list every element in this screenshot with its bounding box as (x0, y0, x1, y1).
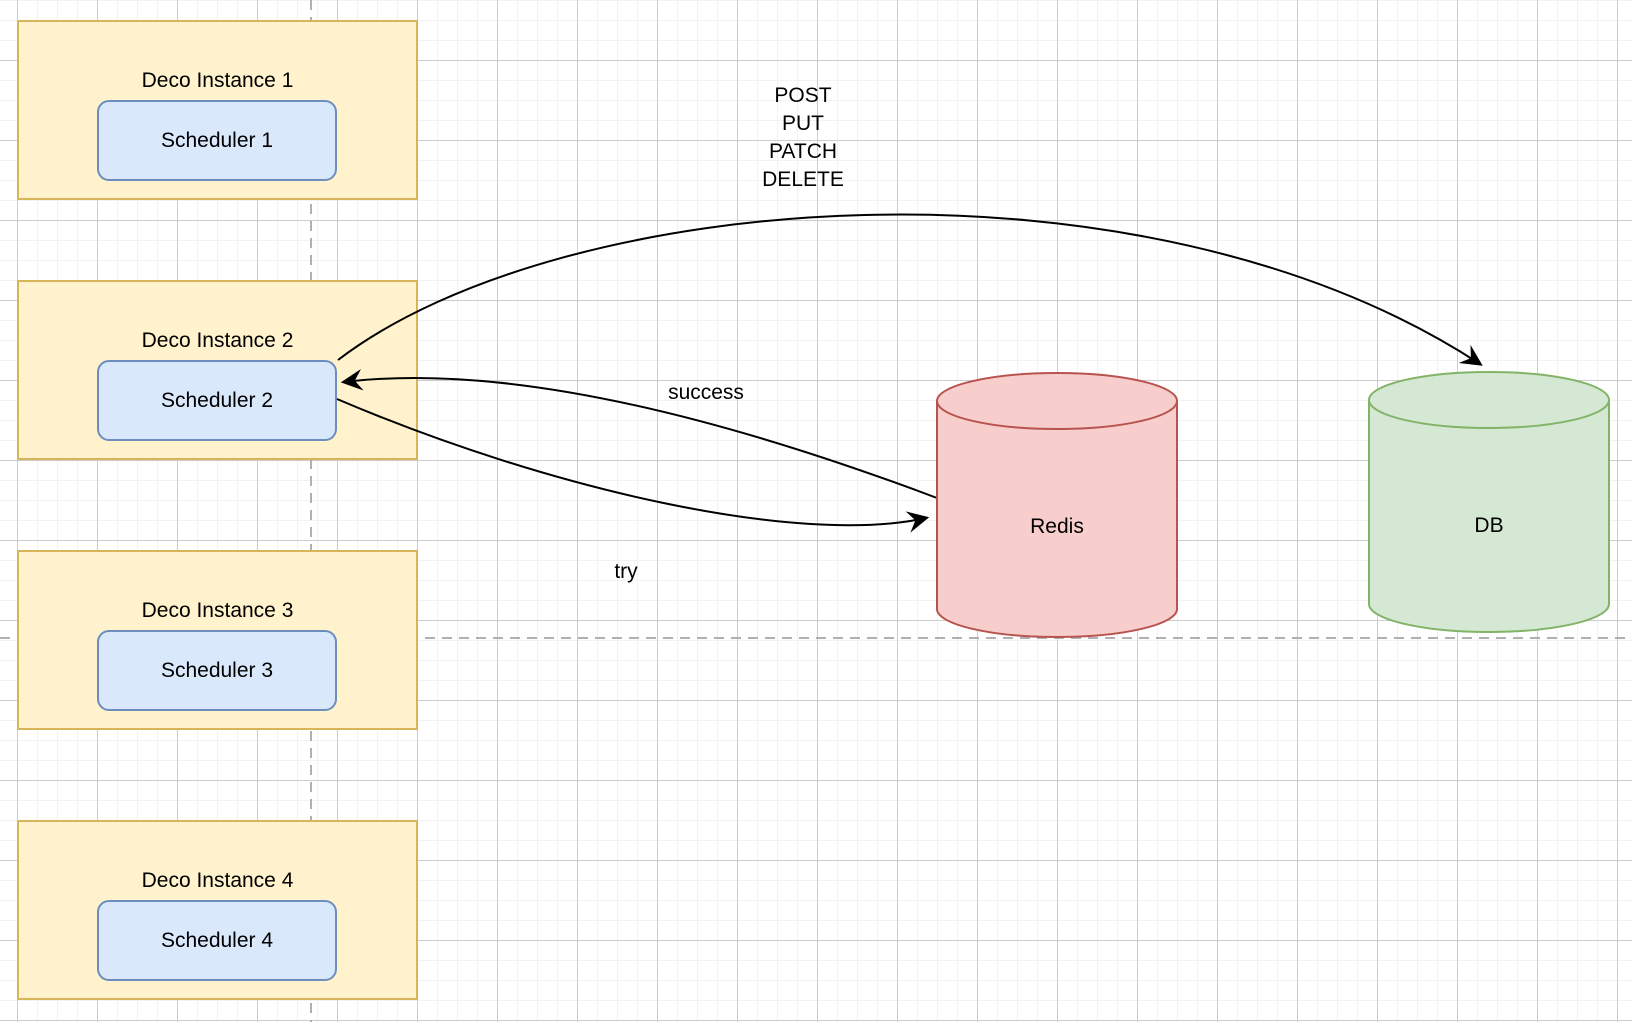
scheduler-3-label: Scheduler 3 (160, 658, 274, 682)
scheduler-3-node[interactable]: Scheduler 3 (97, 630, 337, 711)
redis-cylinder-body[interactable] (936, 372, 1178, 638)
db-label: DB (1474, 514, 1503, 537)
redis-cylinder-top-rim (936, 400, 1178, 430)
deco-instance-1-node[interactable]: Deco Instance 1 Scheduler 1 (17, 20, 418, 200)
deco-instance-3-node[interactable]: Deco Instance 3 Scheduler 3 (17, 550, 418, 730)
deco-instance-2-title: Deco Instance 2 (141, 329, 294, 352)
methods-edge-label-line-2: PUT (782, 112, 824, 135)
deco-instance-3-title: Deco Instance 3 (141, 599, 294, 622)
scheduler-4-node[interactable]: Scheduler 4 (97, 900, 337, 981)
scheduler-4-label: Scheduler 4 (160, 928, 274, 952)
redis-label: Redis (1030, 515, 1084, 538)
db-cylinder-top-rim (1368, 399, 1610, 429)
scheduler-1-node[interactable]: Scheduler 1 (97, 100, 337, 181)
methods-edge-label: POST PUT PATCH DELETE (762, 84, 844, 191)
scheduler-1-label: Scheduler 1 (160, 128, 274, 152)
db-cylinder-body[interactable] (1368, 371, 1610, 633)
methods-edge-label-line-3: PATCH (769, 140, 837, 163)
success-edge[interactable] (340, 369, 938, 499)
deco-instance-4-node[interactable]: Deco Instance 4 Scheduler 4 (17, 820, 418, 1000)
scheduler-2-node[interactable]: Scheduler 2 (97, 360, 337, 441)
methods-edge-label-line-1: POST (774, 84, 831, 107)
deco-instance-4-title: Deco Instance 4 (141, 869, 294, 892)
redis-cylinder-node[interactable]: Redis (936, 372, 1178, 638)
try-edge-label: try (614, 560, 638, 583)
scheduler-2-label: Scheduler 2 (160, 388, 274, 412)
methods-edge-label-line-4: DELETE (762, 168, 844, 191)
try-edge[interactable] (336, 398, 930, 533)
db-cylinder-node[interactable]: DB (1368, 371, 1610, 633)
deco-instance-1-title: Deco Instance 1 (141, 69, 294, 92)
success-edge-label: success (668, 381, 744, 404)
methods-edge[interactable] (337, 213, 1483, 366)
